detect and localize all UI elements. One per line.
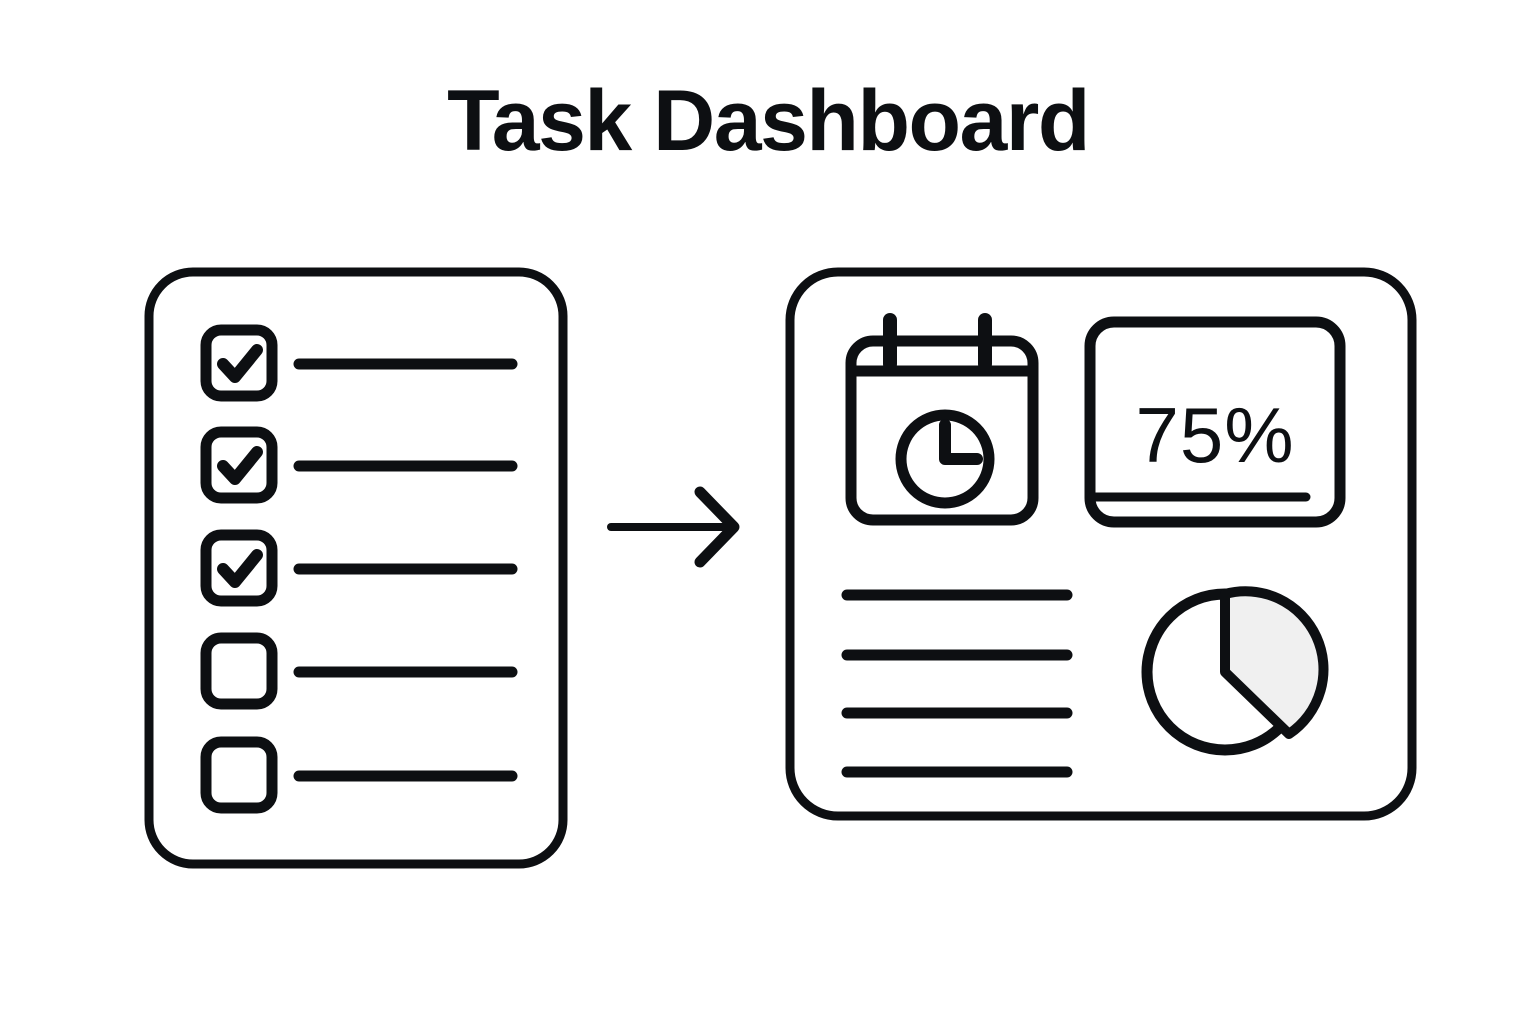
checkbox-checked[interactable] (200, 529, 278, 607)
checklist-card-outline (144, 267, 568, 869)
page-title: Task Dashboard (447, 73, 1090, 169)
list-item[interactable] (200, 426, 518, 504)
list-item[interactable] (200, 632, 518, 710)
checkbox-unchecked[interactable] (200, 632, 278, 710)
list-item[interactable] (200, 324, 518, 402)
dashboard-card-outline (785, 267, 1417, 821)
calendar-clock-widget[interactable] (845, 313, 1039, 526)
check-icon (217, 549, 263, 588)
pie-slice-completed (1220, 586, 1329, 739)
dashboard-text-lines (841, 589, 1073, 778)
check-icon (217, 446, 263, 485)
check-icon (217, 344, 263, 383)
checkbox-checked[interactable] (200, 426, 278, 504)
checkbox-unchecked[interactable] (200, 736, 278, 814)
stat-widget[interactable]: 75% (1084, 316, 1346, 528)
list-item[interactable] (200, 529, 518, 607)
pie-chart-widget[interactable] (1141, 586, 1329, 756)
transform-arrow (607, 486, 740, 568)
dashboard-card[interactable]: 75% (785, 267, 1417, 821)
checklist-card[interactable] (144, 267, 568, 869)
clock-face-icon (895, 409, 995, 509)
clock-hands-icon (939, 419, 983, 465)
stat-value: 75% (1135, 391, 1294, 479)
stat-box-outline (1084, 316, 1346, 528)
calendar-body (845, 335, 1039, 526)
arrow-head-icon (694, 486, 740, 568)
checkbox-checked[interactable] (200, 324, 278, 402)
list-item[interactable] (200, 736, 518, 814)
